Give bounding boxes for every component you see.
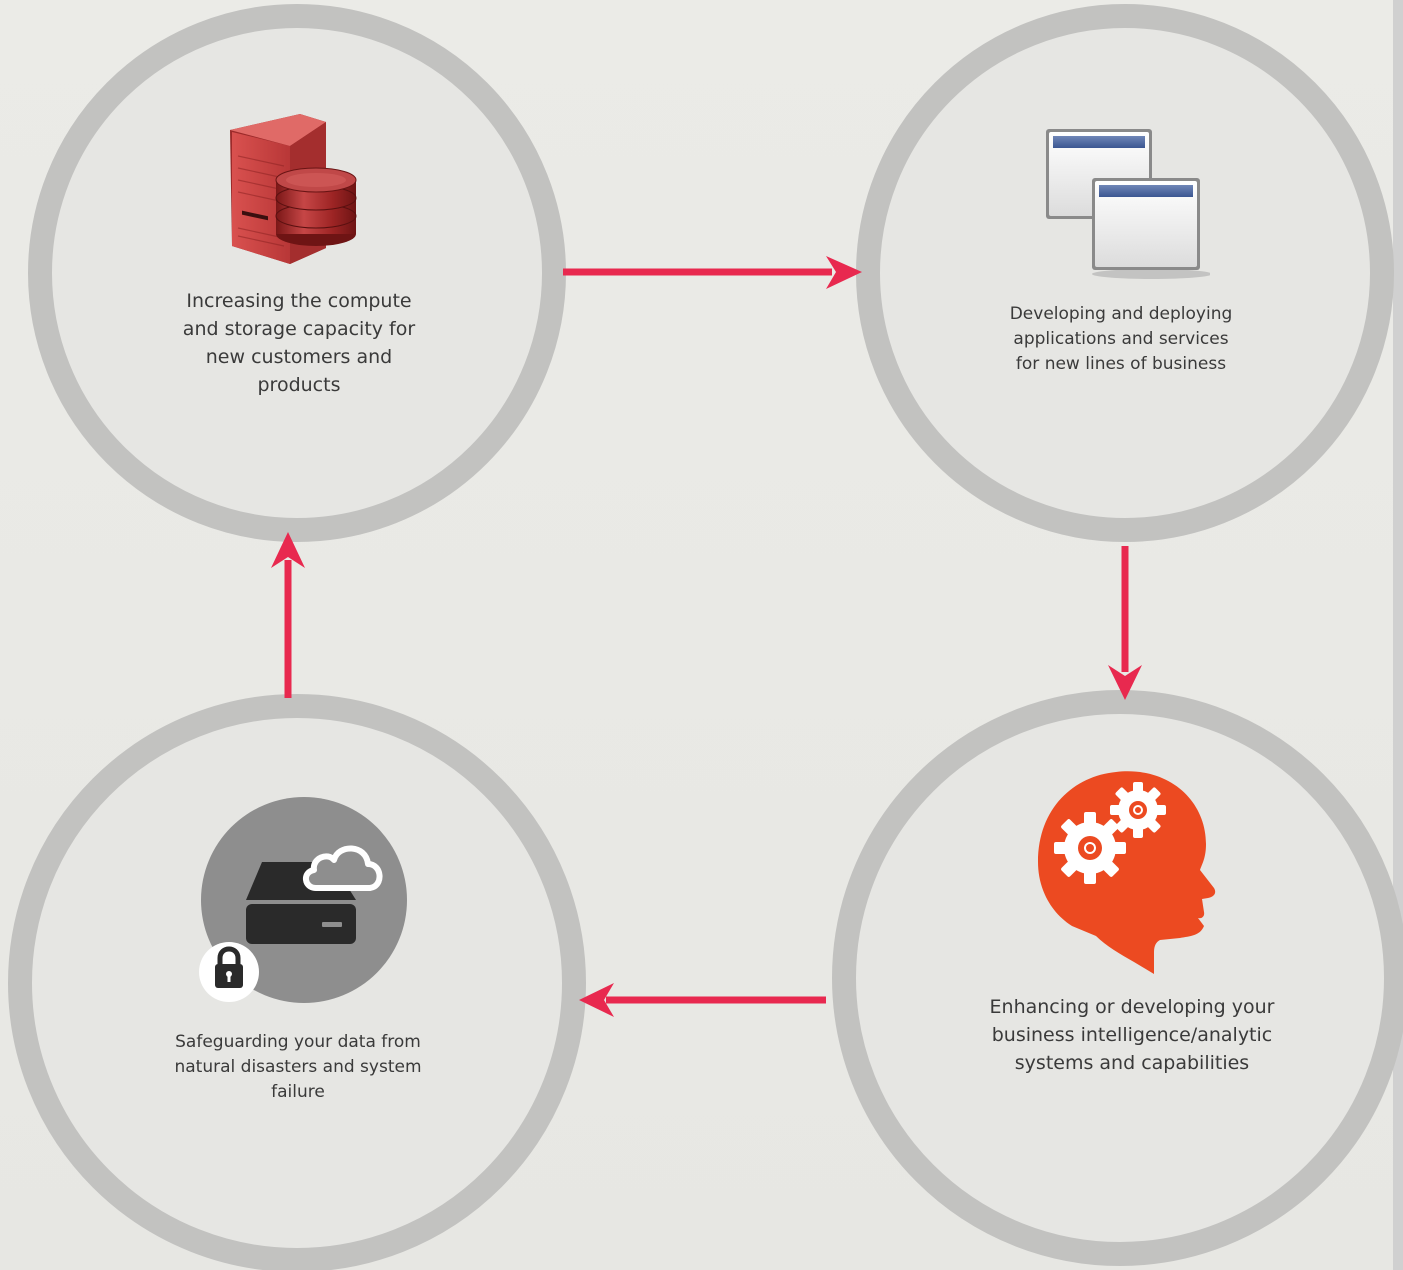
head-gears-icon [1038,771,1216,974]
node-text-data-protection: Safeguarding your data from natural disa… [174,1032,422,1102]
application-windows-icon [1046,129,1210,279]
arrow-compute-to-applications [563,256,862,289]
secure-cloud-drive-icon [199,797,407,1003]
page-edge [1393,0,1403,1270]
node-text-compute-storage: Increasing the compute and storage capac… [182,290,416,396]
gear-small-icon [1110,782,1166,838]
arrow-protection-to-compute [271,532,305,698]
node-text-applications: Developing and deploying applications an… [1009,304,1233,374]
node-text-business-intelligence: Enhancing or developing your business in… [989,996,1275,1074]
cloud-icon [303,845,383,891]
lock-icon [199,942,259,1002]
arrow-applications-to-intelligence [1108,546,1142,700]
arrow-intelligence-to-protection [579,983,826,1017]
server-database-icon [230,114,357,264]
gear-large-icon [1054,812,1126,884]
